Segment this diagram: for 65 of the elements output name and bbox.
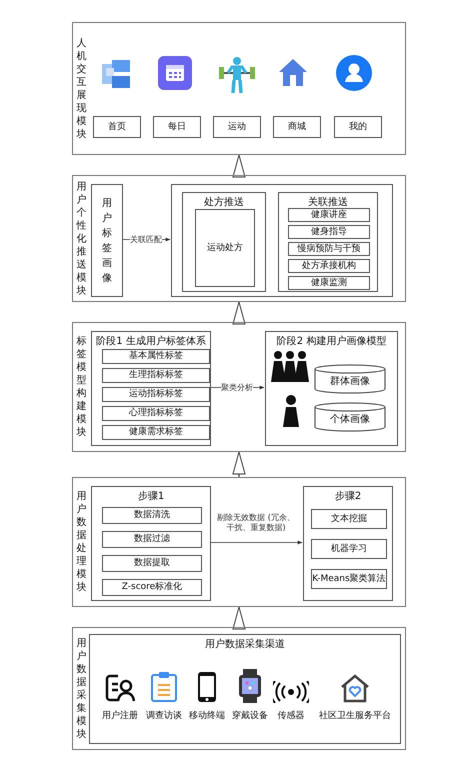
module-panel (72, 22, 406, 155)
group-title: 关联推送 (307, 196, 349, 209)
arrow (210, 540, 302, 544)
prescription-box: 运动处方 (195, 209, 255, 287)
tag-item: 基本属性标签 (102, 349, 210, 364)
group-title: 处方推送 (203, 196, 245, 209)
group-title: 步骤1 (136, 490, 166, 503)
push-item: 健康讲座 (288, 208, 370, 222)
menu-button: 每日 (153, 116, 201, 138)
group-panel (265, 331, 398, 446)
group-panel (182, 192, 266, 292)
group-panel (91, 486, 211, 601)
step-item: 数据过滤 (102, 531, 202, 548)
channel-label: 传感器 (278, 710, 304, 722)
database-cylinder: 群体画像 (314, 364, 386, 394)
method-item: K-Means聚类算法 (311, 569, 387, 589)
tag-item: 运动指标标签 (102, 387, 210, 402)
module-title: 用户数据采集模块 (76, 636, 87, 740)
step-item: 数据提取 (102, 555, 202, 572)
module-title: 用户数据处理模块 (76, 490, 87, 594)
arrow (232, 452, 246, 477)
method-item: 文本挖掘 (311, 509, 387, 529)
method-item: 机器学习 (311, 539, 387, 559)
step-item: 数据清洗 (102, 507, 202, 524)
menu-button: 我的 (334, 116, 382, 138)
group-title: 阶段2 构建用户画像模型 (276, 334, 388, 348)
database-cylinder: 个体画像 (314, 402, 386, 432)
arrow (232, 606, 246, 630)
arrow (232, 302, 246, 324)
group-panel (278, 192, 378, 292)
group-panel (89, 634, 401, 744)
push-item: 健康监测 (288, 276, 370, 290)
tag-item: 生理指标标签 (102, 368, 210, 383)
module-panel (72, 322, 406, 452)
channel-label: 移动终端 (189, 710, 225, 722)
tag-item: 健康需求标签 (102, 425, 210, 440)
group-panel (171, 184, 393, 297)
group-title: 用户数据采集渠道 (204, 638, 286, 651)
push-item: 慢病预防与干预 (288, 242, 370, 256)
edge-label: 关联匹配 (130, 234, 162, 244)
module-panel (72, 175, 406, 302)
group-title: 阶段1 生成用户标签体系 (95, 334, 207, 348)
menu-button: 首页 (93, 116, 141, 138)
menu-button: 运动 (213, 116, 261, 138)
edge-label: 聚类分析 (221, 382, 253, 392)
module-title: 标签模型构建模块 (76, 335, 87, 439)
module-panel (72, 627, 406, 750)
group-title: 步骤2 (334, 490, 362, 503)
channel-label: 穿戴设备 (232, 710, 268, 722)
step-item: Z-score标准化 (102, 579, 202, 596)
push-item: 健身指导 (288, 225, 370, 239)
group-panel (91, 331, 211, 446)
edge-label: 剔除无效数据 (冗余、干扰、重复数据) (216, 512, 296, 532)
module-panel (72, 477, 406, 607)
module-title: 人机交互展现模块 (76, 36, 87, 140)
push-item: 处方承接机构 (288, 259, 370, 273)
tag-item: 心理指标标签 (102, 406, 210, 421)
arrow (232, 154, 246, 178)
channel-label: 用户注册 (102, 710, 138, 722)
module-title: 用户个性化推送模块 (76, 180, 87, 297)
channel-label: 调查访谈 (146, 710, 182, 722)
portrait-box: 用户标签画像 (91, 184, 123, 297)
menu-button: 商城 (273, 116, 321, 138)
channel-label: 社区卫生服务平台 (319, 710, 391, 722)
group-panel (303, 486, 393, 601)
